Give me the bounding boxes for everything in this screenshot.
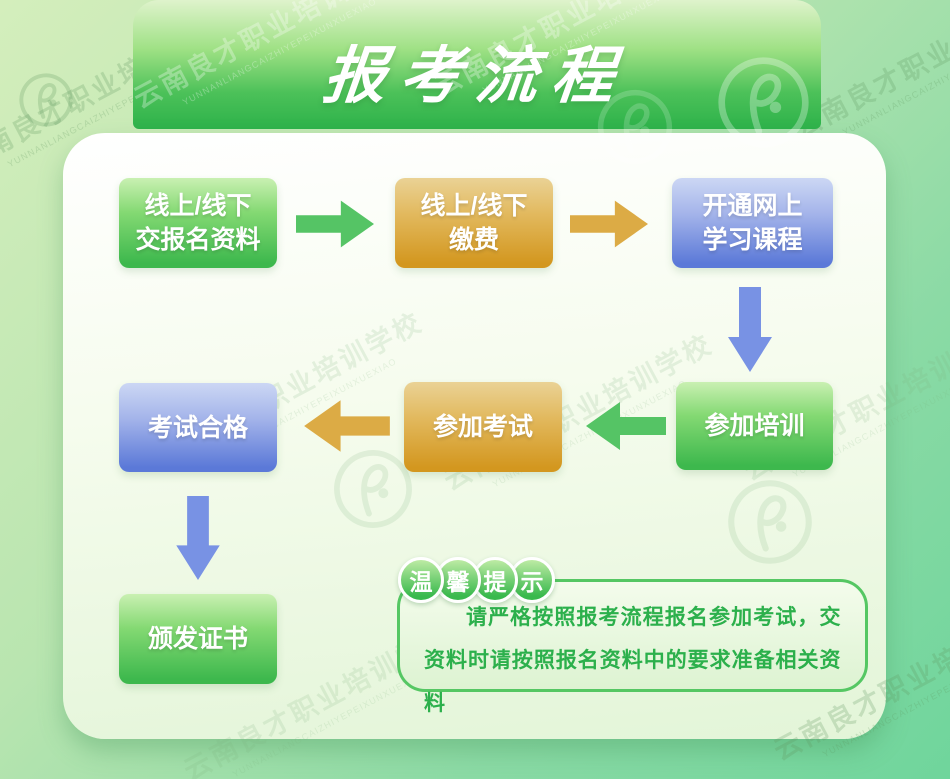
tip-badge-char: 温: [398, 557, 444, 603]
flow-step-take-exam: 参加考试: [404, 382, 562, 472]
arrow-right-icon: [296, 196, 374, 252]
flow-step-open-online-course: 开通网上 学习课程: [672, 178, 833, 268]
flow-step-attend-training: 参加培训: [676, 382, 833, 470]
flow-step-label: 颁发证书: [147, 625, 248, 653]
flow-step-label: 线上/线下: [144, 192, 252, 220]
flow-step-pass-exam: 考试合格: [119, 383, 277, 472]
flow-step-issue-certificate: 颁发证书: [119, 594, 277, 684]
title-banner: 报考流程: [133, 0, 821, 129]
flow-step-label: 交报名资料: [135, 226, 261, 254]
arrow-right-icon: [570, 196, 648, 252]
arrow-left-icon: [301, 396, 393, 456]
arrow-down-icon: [176, 496, 220, 580]
school-logo-watermark-icon: [12, 66, 80, 134]
arrow-left-icon: [584, 398, 668, 454]
warm-tips-text: 请严格按照报考流程报名参加考试，交资料时请按照报名资料中的要求准备相关资料: [424, 606, 841, 715]
flow-step-pay-fee: 线上/线下 缴费: [395, 178, 553, 268]
flow-step-label: 线上/线下: [420, 192, 528, 220]
warm-tips-box: 请严格按照报考流程报名参加考试，交资料时请按照报名资料中的要求准备相关资料: [397, 579, 868, 715]
flow-step-label: 缴费: [448, 226, 499, 254]
flow-step-label: 考试合格: [147, 413, 248, 442]
page-title: 报考流程: [320, 41, 632, 111]
arrow-down-icon: [728, 287, 772, 372]
flow-step-label: 学习课程: [702, 226, 803, 254]
flow-step-label: 参加考试: [432, 413, 533, 441]
flow-step-label: 开通网上: [702, 192, 803, 220]
flow-step-submit-materials: 线上/线下 交报名资料: [119, 178, 277, 268]
flow-step-label: 参加培训: [704, 412, 805, 440]
